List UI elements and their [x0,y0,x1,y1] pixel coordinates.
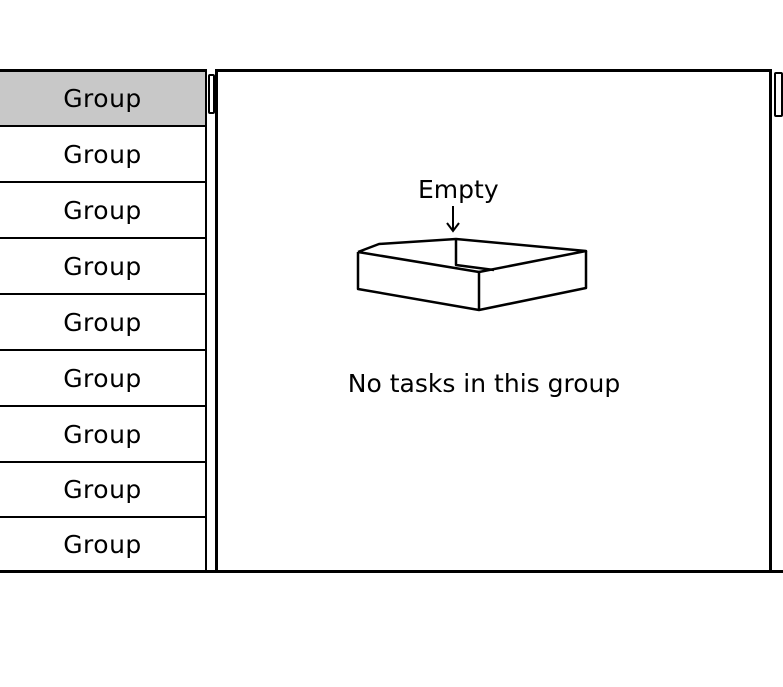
sidebar-item-group-4[interactable]: Group [0,239,205,293]
sidebar-item-label: Group [63,307,142,337]
sidebar-item-group-5[interactable]: Group [0,295,205,349]
main-scrollbar[interactable] [769,69,783,573]
sidebar-item-group-3[interactable]: Group [0,183,205,237]
sidebar-item-group-9[interactable]: Group [0,518,205,570]
sidebar-item-group-1[interactable]: Group [0,72,205,125]
divider [0,293,205,295]
sidebar-item-label: Group [63,529,142,559]
divider [0,181,205,183]
app-frame: Group Group Group Group Group Group Grou… [0,69,783,573]
sidebar-item-label: Group [63,139,142,169]
sidebar-item-group-2[interactable]: Group [0,127,205,181]
sidebar-item-label: Group [63,363,142,393]
down-arrow-icon [446,206,460,233]
sidebar-item-label: Group [63,419,142,449]
empty-message: No tasks in this group [347,369,621,398]
group-tasks-panel: Empty No tasks in this group [218,72,769,570]
sidebar-item-label: Group [63,475,142,504]
sidebar-item-label: Group [63,84,142,113]
sidebar-item-group-8[interactable]: Group [0,463,205,516]
divider [0,237,205,239]
sidebar-item-label: Group [63,251,142,281]
divider [0,516,205,518]
top-border [0,69,783,72]
main-scroll-thumb[interactable] [774,72,783,117]
sidebar-scrollbar[interactable] [205,69,218,573]
divider [0,405,205,407]
sidebar-item-group-7[interactable]: Group [0,407,205,461]
divider [0,461,205,463]
empty-label: Empty [418,175,499,204]
sidebar-item-label: Group [63,195,142,225]
sidebar-item-group-6[interactable]: Group [0,351,205,405]
empty-box-icon [356,237,588,312]
divider [0,125,205,127]
bottom-border [0,570,783,573]
sidebar-scroll-thumb[interactable] [208,74,215,114]
group-sidebar: Group Group Group Group Group Group Grou… [0,72,205,570]
divider [0,349,205,351]
